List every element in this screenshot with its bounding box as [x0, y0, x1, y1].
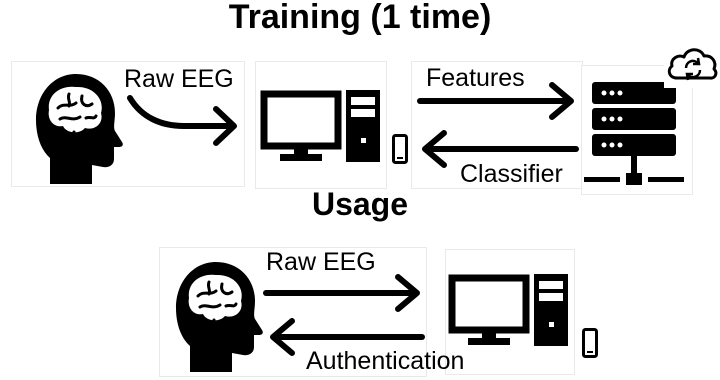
usage-title: Usage [311, 186, 409, 222]
server-icon [584, 82, 684, 185]
training-title: Training (1 time) [228, 0, 492, 36]
arrow-icon [270, 318, 425, 356]
arrow-icon [127, 95, 237, 146]
training-raw-eeg-label: Raw EEG [124, 65, 234, 93]
cloud-sync-icon [664, 38, 720, 88]
smartphone-icon [392, 134, 408, 164]
classifier-label: Classifier [460, 160, 563, 188]
features-label: Features [426, 64, 525, 92]
desktop-computer-icon [260, 90, 380, 162]
usage-raw-eeg-label: Raw EEG [266, 248, 376, 276]
arrow-icon [417, 82, 574, 120]
head-brain-icon [36, 74, 123, 184]
arrow-icon [422, 130, 579, 168]
authentication-label: Authentication [306, 347, 465, 375]
smartphone-icon [582, 328, 598, 358]
desktop-computer-icon [448, 274, 568, 346]
arrow-icon [263, 274, 420, 312]
head-brain-icon [176, 262, 263, 372]
